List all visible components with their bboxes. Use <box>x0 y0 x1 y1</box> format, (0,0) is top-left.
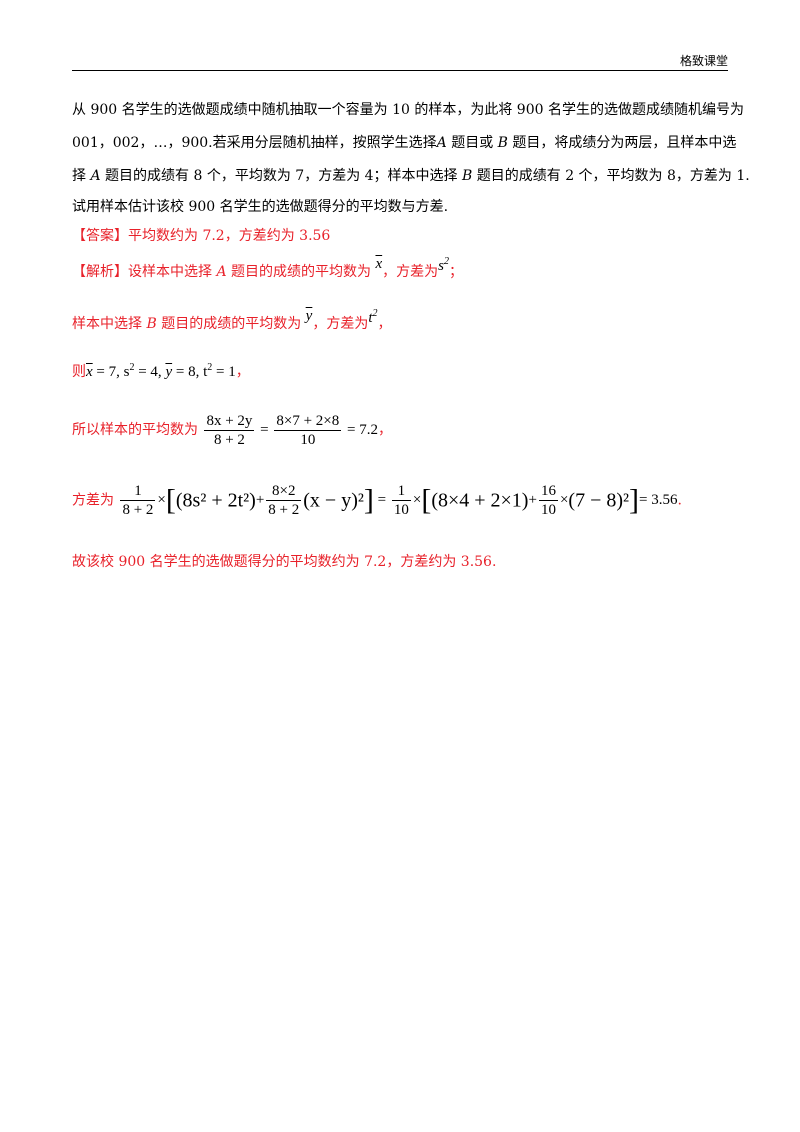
question-line-1: 从 900 名学生的选做题成绩中随机抽取一个容量为 10 的样本，为此将 900… <box>72 102 744 118</box>
y-bar-symbol: y <box>305 308 313 324</box>
page-header-brand: 格致课堂 <box>679 54 728 68</box>
s-squared-symbol: s2 <box>438 256 449 275</box>
analysis-line-2: 样本中选择 B 题目的成绩的平均数为 y，方差为t2， <box>72 308 392 332</box>
answer-tag: 【答案】 <box>72 228 128 244</box>
analysis-line-3: 则x = 7, s2 = 4, y = 8, t2 = 1， <box>72 362 250 381</box>
analysis-tag: 【解析】 <box>72 264 128 280</box>
question-line-4: 试用样本估计该校 900 名学生的选做题得分的平均数与方差. <box>72 199 449 215</box>
question-line-2: 001，002，…，900.若采用分层随机抽样，按照学生选择A 题目或 B 题目… <box>72 135 737 151</box>
givens-equation: x = 7, s2 = 4, y = 8, t2 = 1 <box>86 362 236 381</box>
t-squared-symbol: t2 <box>368 308 378 327</box>
header-divider <box>72 70 728 71</box>
question-line-3: 择 A 题目的成绩有 8 个，平均数为 7，方差为 4；样本中选择 B 题目的成… <box>72 168 750 184</box>
answer-line: 【答案】平均数约为 7.2，方差约为 3.56 <box>72 226 732 246</box>
answer-text: 平均数约为 7.2，方差约为 3.56 <box>128 228 331 244</box>
analysis-line-1: 【解析】设样本中选择 A 题目的成绩的平均数为 x，方差为s2； <box>72 256 463 280</box>
analysis-conclusion: 故该校 900 名学生的选做题得分的平均数约为 7.2，方差约为 3.56. <box>72 554 497 570</box>
x-bar-symbol: x <box>375 256 383 272</box>
